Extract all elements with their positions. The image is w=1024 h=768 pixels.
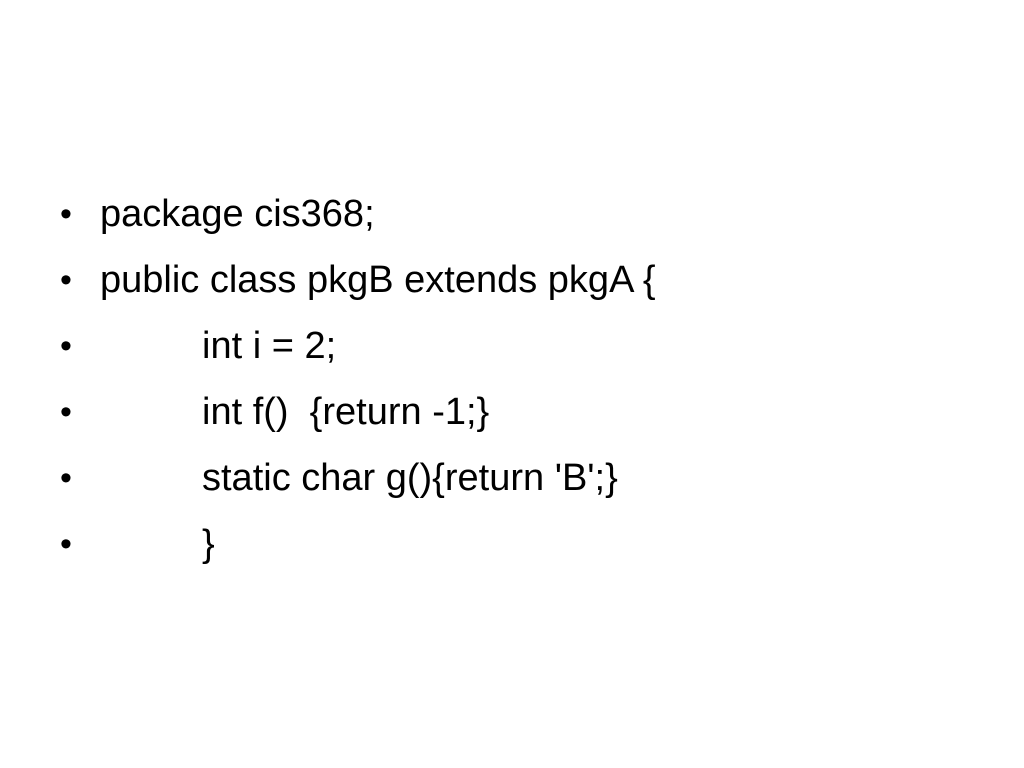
bullet-dot-icon: •	[60, 195, 72, 233]
code-line-text: package cis368;	[100, 193, 375, 235]
bullet-dot-icon: •	[60, 327, 72, 365]
bullet-dot-icon: •	[60, 525, 72, 563]
bullet-line-closing-brace: • }	[60, 518, 215, 584]
code-bullet-list: • package cis368; • public class pkgB ex…	[60, 188, 656, 584]
code-line-text: }	[202, 523, 215, 565]
code-line-text: public class pkgB extends pkgA {	[100, 259, 656, 301]
code-line-text: int i = 2;	[202, 325, 337, 367]
bullet-dot-icon: •	[60, 459, 72, 497]
bullet-line-method-f: • int f() {return -1;}	[60, 386, 489, 452]
code-line-text: int f() {return -1;}	[202, 391, 490, 433]
bullet-line-class-declaration: • public class pkgB extends pkgA {	[60, 254, 656, 320]
bullet-line-method-g: • static char g(){return 'B';}	[60, 452, 618, 518]
bullet-dot-icon: •	[60, 261, 72, 299]
code-line-text: static char g(){return 'B';}	[202, 457, 618, 499]
bullet-dot-icon: •	[60, 393, 72, 431]
bullet-line-field: • int i = 2;	[60, 320, 336, 386]
bullet-line-package: • package cis368;	[60, 188, 375, 254]
